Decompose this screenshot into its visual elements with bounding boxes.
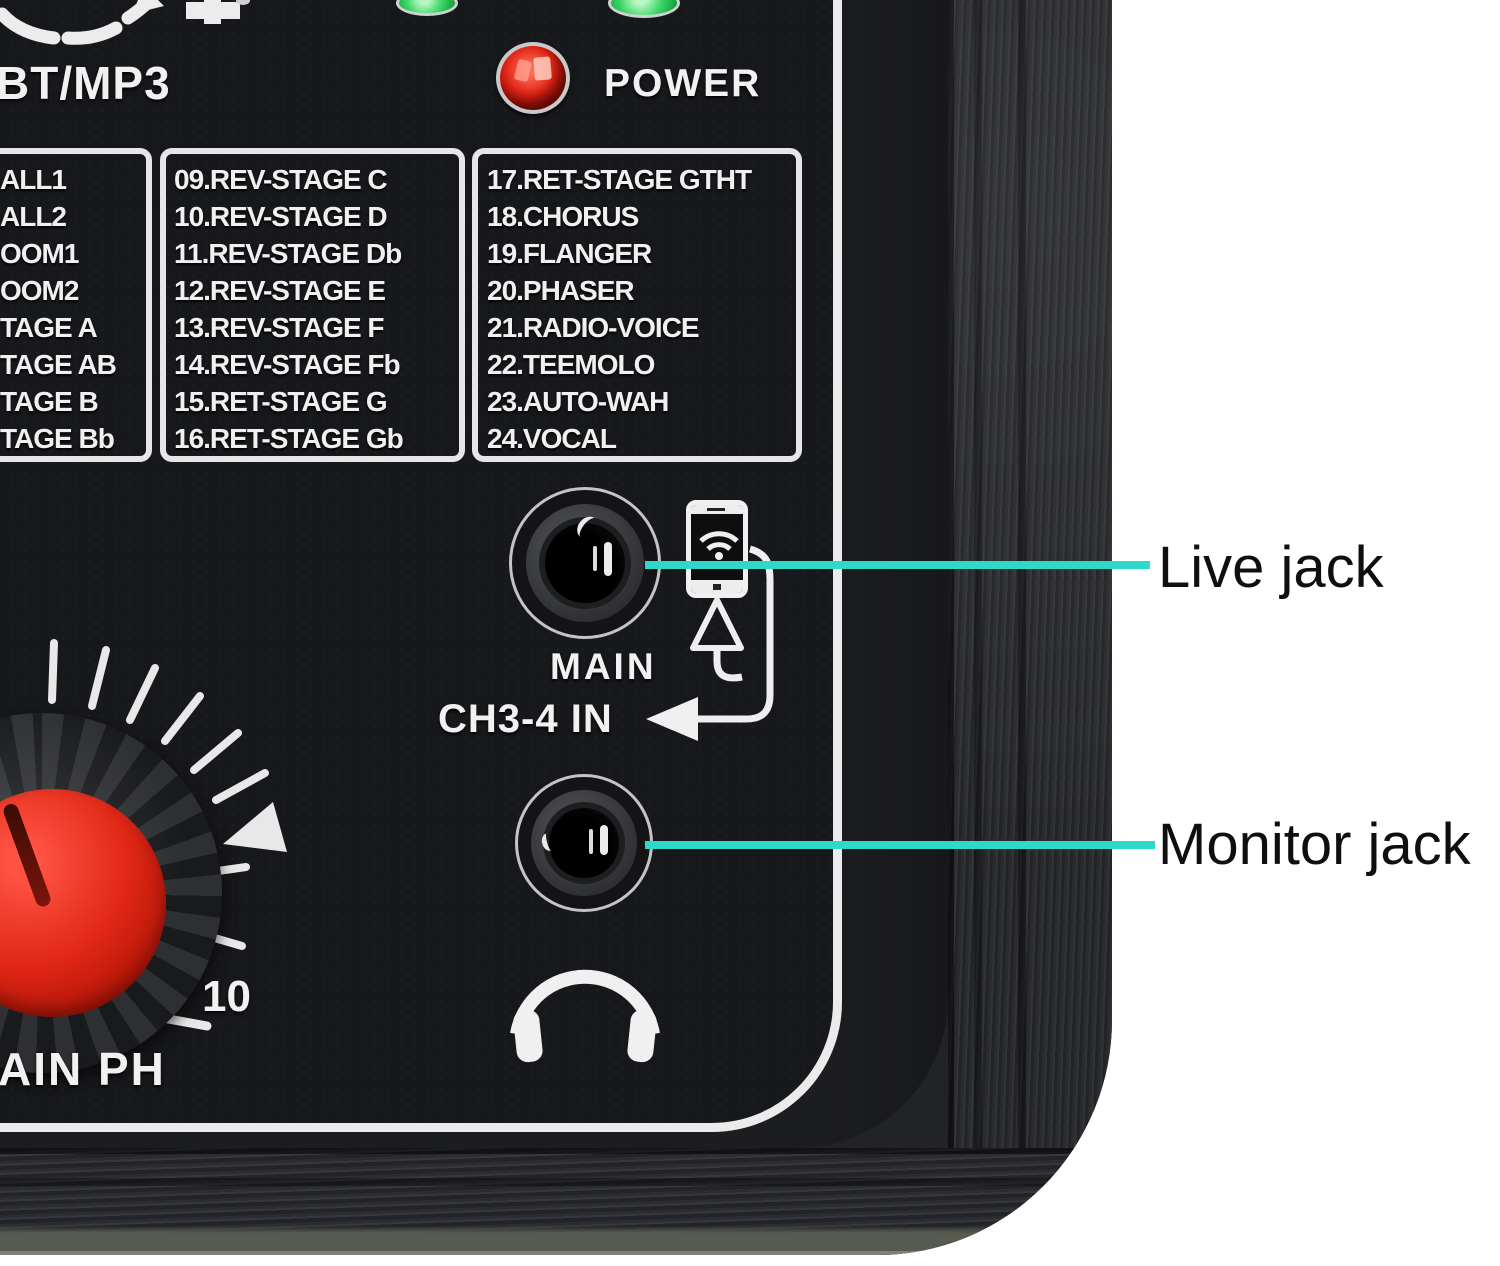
- left-arrow-icon: [646, 697, 698, 741]
- ch3-4-in-label: CH3-4 IN: [438, 697, 613, 741]
- effects-row: 23.AUTO-WAH: [487, 386, 669, 417]
- monitor-jack-callout-line: [645, 841, 1155, 849]
- phone-wifi-icon: [686, 500, 748, 598]
- monitor-jack: [515, 774, 653, 912]
- effects-column-3: 17.RET-STAGE GTHT 18.CHORUS 19.FLANGER 20.P…: [478, 154, 796, 456]
- effects-row: 15.RET-STAGE G: [174, 386, 388, 417]
- live-jack-label: Live jack: [1158, 535, 1384, 600]
- power-led: [496, 42, 570, 114]
- effects-row: 21.RADIO-VOICE: [487, 312, 700, 343]
- chassis-ribbed-edge-bottom: [0, 1148, 1112, 1255]
- effects-row: 19.FLANGER: [487, 238, 652, 269]
- led-edge: [236, 0, 250, 5]
- effects-row: 24.VOCAL: [487, 423, 617, 454]
- effects-row: 14.REV-STAGE Fb: [174, 349, 401, 380]
- effects-row: 22.TEEMOLO: [487, 349, 655, 380]
- effects-row: 10.REV-STAGE D: [174, 201, 388, 232]
- effects-row: TAGE A: [0, 312, 98, 343]
- main-live-jack: [509, 487, 661, 639]
- effects-list-box-3: 17.RET-STAGE GTHT 18.CHORUS 19.FLANGER 20.P…: [472, 148, 802, 462]
- effects-row: ALL1: [0, 164, 67, 195]
- effects-row: 09.REV-STAGE C: [174, 164, 388, 195]
- effects-row: 11.REV-STAGE Db: [174, 238, 402, 269]
- effects-row: 20.PHASER: [487, 275, 635, 306]
- effects-row: TAGE B: [0, 386, 99, 417]
- effects-column-2: 09.REV-STAGE C 10.REV-STAGE D 11.REV-STAGE…: [166, 154, 459, 456]
- monitor-jack-label: Monitor jack: [1158, 812, 1471, 877]
- green-led: [608, 0, 680, 18]
- effects-row: TAGE AB: [0, 349, 117, 380]
- power-label: POWER: [604, 62, 762, 105]
- effects-row: 16.RET-STAGE Gb: [174, 423, 404, 454]
- up-arrow-icon: [690, 597, 744, 651]
- effects-row: TAGE Bb: [0, 423, 115, 454]
- effects-row: OOM1: [0, 238, 79, 269]
- effects-row: OOM2: [0, 275, 79, 306]
- green-led: [396, 0, 458, 16]
- headphones-icon: [510, 969, 660, 1063]
- effects-row: 12.REV-STAGE E: [174, 275, 386, 306]
- effects-row: ALL2: [0, 201, 67, 232]
- signal-routing-arrows: [646, 545, 774, 741]
- chassis-ribbed-edge-right: [948, 0, 1112, 1255]
- bt-mp3-label: BT/MP3: [0, 57, 171, 109]
- effects-row: 17.RET-STAGE GTHT: [487, 164, 752, 195]
- knob-scale-max: 10: [202, 972, 251, 1021]
- rotary-arrows-icon: [0, 0, 240, 45]
- effects-list-box-2: 09.REV-STAGE C 10.REV-STAGE D 11.REV-STAGE…: [160, 148, 465, 462]
- live-jack-callout-line: [645, 561, 1150, 569]
- main-jack-label: MAIN: [550, 646, 657, 687]
- knob-marker-triangle: [223, 802, 287, 852]
- knob-caption: AIN PH: [0, 1043, 166, 1095]
- effects-row: 13.REV-STAGE F: [174, 312, 385, 343]
- effects-row: 18.CHORUS: [487, 201, 639, 232]
